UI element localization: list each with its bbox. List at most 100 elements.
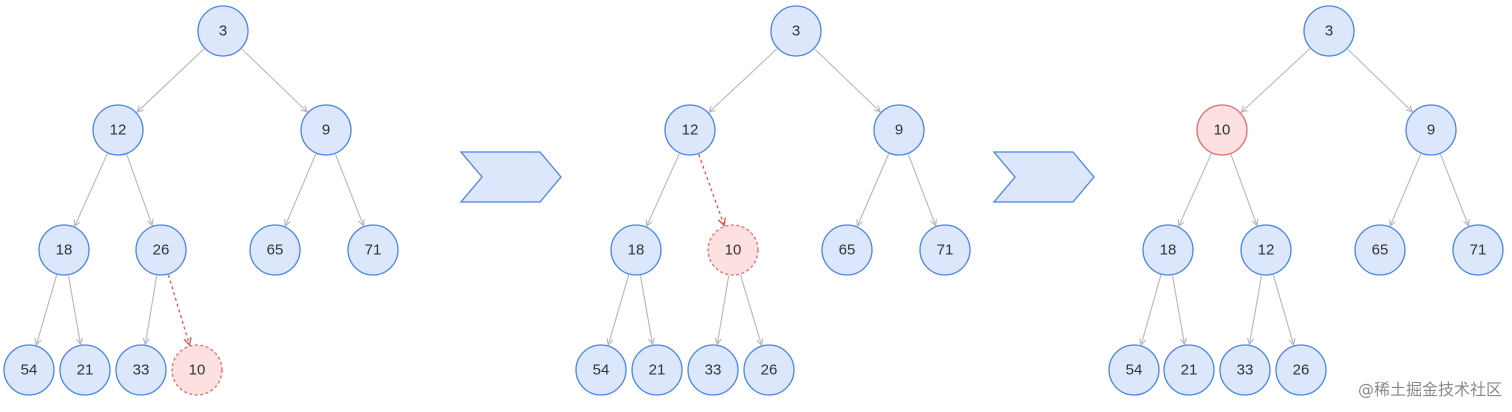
tree-node: 71 [347,224,399,276]
tree-node: 3 [1303,5,1355,57]
tree-edge-1-7 [67,275,80,345]
node-label: 10 [189,362,206,379]
tree-node: 18 [610,224,662,276]
tree-edge-3-6 [1141,274,1162,345]
watermark: @稀土掘金技术社区 [1357,380,1502,399]
swap-edge-2-3 [698,154,724,225]
node-circle [1196,104,1248,156]
tree-edge-1-0 [137,48,205,112]
node-label: 21 [649,362,666,379]
node-circle [610,224,662,276]
tree-node: 10 [1196,104,1248,156]
tree-node: 18 [1142,224,1194,276]
tree-edge-3-9 [1272,274,1293,345]
node-circle [631,344,683,396]
node-circle [1354,224,1406,276]
node-circle [575,344,627,396]
node-label: 12 [1258,242,1275,259]
node-label: 21 [1181,362,1198,379]
node-label: 12 [682,122,699,139]
node-circle [707,224,759,276]
tree-node: 12 [92,104,144,156]
tree-node: 10 [707,224,759,276]
node-circle [3,344,55,396]
tree-edge-1-2 [75,153,108,227]
tree-edge-1-8 [145,275,158,345]
tree-node: 65 [1354,224,1406,276]
node-circle [1275,344,1327,396]
node-label: 3 [219,23,227,40]
node-circle [1405,104,1457,156]
tree-node: 21 [631,344,683,396]
tree-edge-2-2 [647,153,680,227]
node-label: 18 [628,242,645,259]
tree-edge-2-6 [608,274,630,345]
tree-edge-2-9 [739,274,761,345]
node-circle [1240,224,1292,276]
tree-edge-2-8 [717,275,730,345]
tree-node: 33 [115,344,167,396]
node-circle [821,224,873,276]
node-circle [197,5,249,57]
node-label: 65 [267,242,284,259]
node-circle [1219,344,1271,396]
node-circle [873,104,925,156]
node-circle [59,344,111,396]
tree-node: 54 [575,344,627,396]
node-label: 9 [1427,122,1435,139]
tree-node: 26 [743,344,795,396]
node-circle [115,344,167,396]
tree-node: 33 [1219,344,1271,396]
tree-edge-1-5 [334,154,363,226]
node-label: 3 [1325,23,1333,40]
tree-node: 9 [1405,104,1457,156]
tree-edge-3-4 [1390,153,1422,226]
tree-node: 54 [1108,344,1160,396]
swap-edge-1-9 [167,274,189,345]
node-label: 26 [1293,362,1310,379]
step-arrow-1 [459,151,562,203]
tree-node: 12 [1240,224,1292,276]
node-circle [135,224,187,276]
tree-node: 65 [249,224,301,276]
tree-node: 21 [1163,344,1215,396]
tree-edge-1-6 [36,274,58,345]
node-label: 54 [1126,362,1143,379]
tree-node: 9 [873,104,925,156]
node-circle [347,224,399,276]
node-label: 21 [77,362,94,379]
tree-edge-1-4 [285,153,317,226]
step-arrow-2 [992,151,1095,203]
tree-node: 65 [821,224,873,276]
node-label: 9 [322,122,330,139]
node-circle [919,224,971,276]
tree-edge-3-2 [1179,153,1212,227]
tree-node: 10 [171,344,223,396]
node-label: 71 [937,242,954,259]
node-label: 54 [593,362,610,379]
node-label: 26 [761,362,778,379]
tree-node: 26 [135,224,187,276]
node-label: 26 [153,242,170,259]
tree-node: 71 [1452,224,1504,276]
node-circle [249,224,301,276]
node-circle [1108,344,1160,396]
node-circle [664,104,716,156]
node-label: 65 [839,242,856,259]
node-circle [1303,5,1355,57]
tree-node: 18 [38,224,90,276]
node-circle [770,5,822,57]
tree-edge-3-5 [1439,154,1468,226]
node-label: 18 [1160,242,1177,259]
node-label: 18 [56,242,73,259]
node-label: 33 [133,362,150,379]
tree-edge-3-0 [1241,48,1311,113]
tree-node: 71 [919,224,971,276]
node-label: 71 [365,242,382,259]
tree-node: 9 [300,104,352,156]
tree-node: 3 [197,5,249,57]
node-circle [743,344,795,396]
tree-node: 54 [3,344,55,396]
node-label: 3 [792,23,800,40]
